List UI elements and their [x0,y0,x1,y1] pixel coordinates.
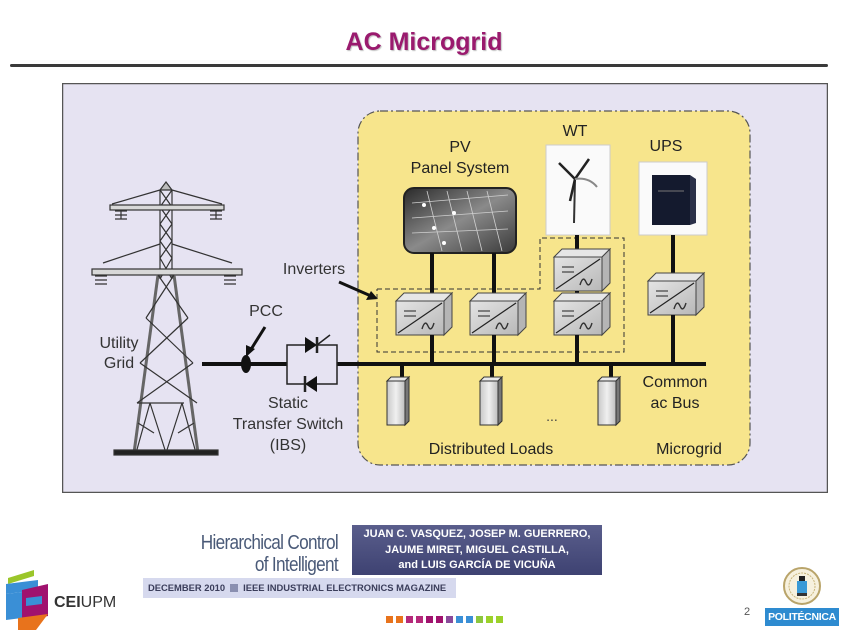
wind-turbine-icon [545,144,611,236]
static-switch-label-2: Transfer Switch [233,416,344,433]
article-authors: JUAN C. VASQUEZ, JOSEP M. GUERRERO, JAUM… [352,525,602,575]
common-bus-label-2: ac Bus [651,395,700,412]
cei-upm-wordmark: CEIUPM [54,594,116,612]
color-dot [456,616,463,623]
pv-label: PV [449,139,471,156]
article-title-line-1: Hierarchical Control [200,532,339,554]
pv-panel-icon [403,187,517,254]
upm-seal-icon [783,567,821,605]
decorative-color-dots [386,616,503,623]
ups-inverter-icon [647,272,705,316]
authors-line-1: JUAN C. VASQUEZ, JOSEP M. GUERRERO, [363,528,591,540]
distributed-loads-label: Distributed Loads [429,441,554,458]
color-dot [486,616,493,623]
wt-label: WT [563,123,588,140]
pcc-node [241,355,251,373]
cei-upm-logo-icon [6,570,48,630]
utility-grid-label-2: Grid [104,355,134,372]
ups-label: UPS [650,138,683,155]
cei-text-light: UPM [80,594,117,611]
color-dot [436,616,443,623]
color-dot [406,616,413,623]
ups-icon [638,161,708,236]
pv-inverter-1-icon [395,292,453,336]
color-dot [386,616,393,623]
transmission-tower-icon [91,181,243,456]
separator-square-icon [230,584,239,592]
color-dot [416,616,423,623]
inverters-label: Inverters [283,261,345,278]
static-transfer-switch-icon [286,334,338,392]
color-dot [396,616,403,623]
magazine-line: DECEMBER 2010 IEEE INDUSTRIAL ELECTRONICS… [143,578,456,598]
pv-inverter-2-icon [469,292,527,336]
authors-line-2: JAUME MIRET, MIGUEL CASTILLA, [385,543,569,556]
color-dot [446,616,453,623]
slide-title: AC Microgrid [345,28,503,56]
utility-grid-label: Utility [99,335,138,352]
authors-line-3: and LUIS GARCÍA DE VICUÑA [398,559,556,571]
loads-ellipsis: ... [546,408,558,424]
wt-rectifier-icon [553,248,611,292]
magazine-name: IEEE INDUSTRIAL ELECTRONICS MAGAZINE [243,582,447,593]
common-bus-label: Common [643,374,708,391]
issue-date: DECEMBER 2010 [148,582,226,593]
distributed-load-1-icon [386,376,410,426]
microgrid-diagram: Utility Grid PCC Static Transfer Switch … [62,83,828,493]
color-dot [426,616,433,623]
microgrid-label: Microgrid [656,441,722,458]
pcc-label: PCC [249,303,283,320]
pv-label-2: Panel System [411,160,510,177]
distributed-load-3-icon [597,376,621,426]
static-switch-label-3: (IBS) [270,437,306,454]
color-dot [466,616,473,623]
distributed-load-2-icon [479,376,503,426]
cei-text-bold: CEI [54,594,81,611]
inverter-group-boundary [376,237,625,353]
wt-inverter-icon [553,292,611,336]
title-divider [10,64,828,67]
color-dot [476,616,483,623]
politecnica-badge: POLITÉCNICA [765,608,839,626]
page-number: 2 [744,606,751,618]
pcc-arrow [248,326,267,352]
color-dot [496,616,503,623]
static-switch-label-1: Static [268,395,308,412]
